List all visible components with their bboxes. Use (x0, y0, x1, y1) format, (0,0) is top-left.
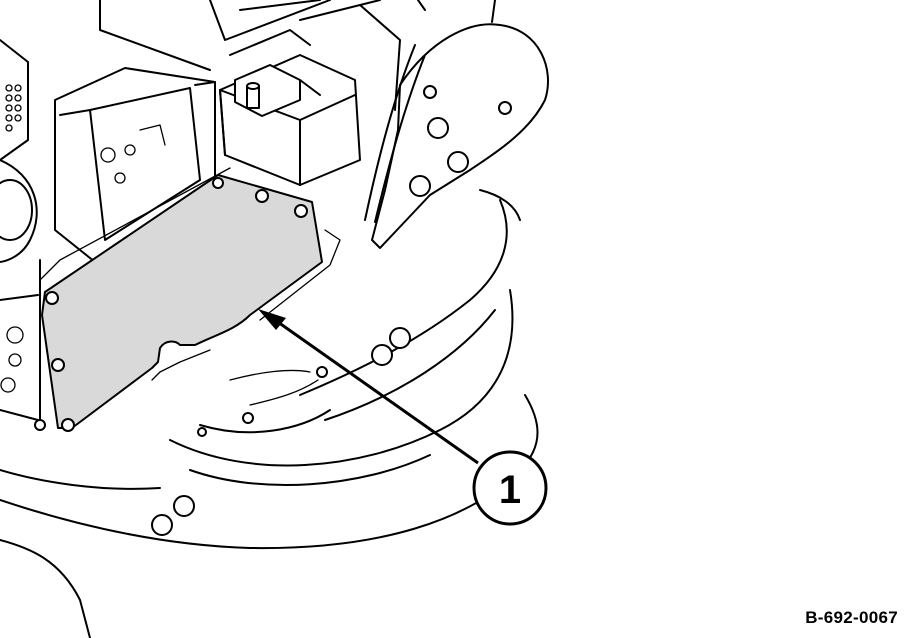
callout-number: 1 (499, 468, 521, 512)
callout-1: 1 (472, 450, 548, 526)
mounting-plate (364, 0, 549, 249)
leader-arrow (258, 309, 479, 465)
panel-bolts (34, 177, 328, 437)
upper-frame (99, 0, 401, 111)
figure-id-label: B-692-0067 (805, 608, 898, 627)
left-components (0, 259, 41, 421)
radiator-grille (0, 39, 38, 263)
battery (219, 54, 361, 186)
counterweight-body (0, 189, 539, 638)
frame-bolts (151, 327, 411, 536)
cover-panel (39, 167, 341, 429)
